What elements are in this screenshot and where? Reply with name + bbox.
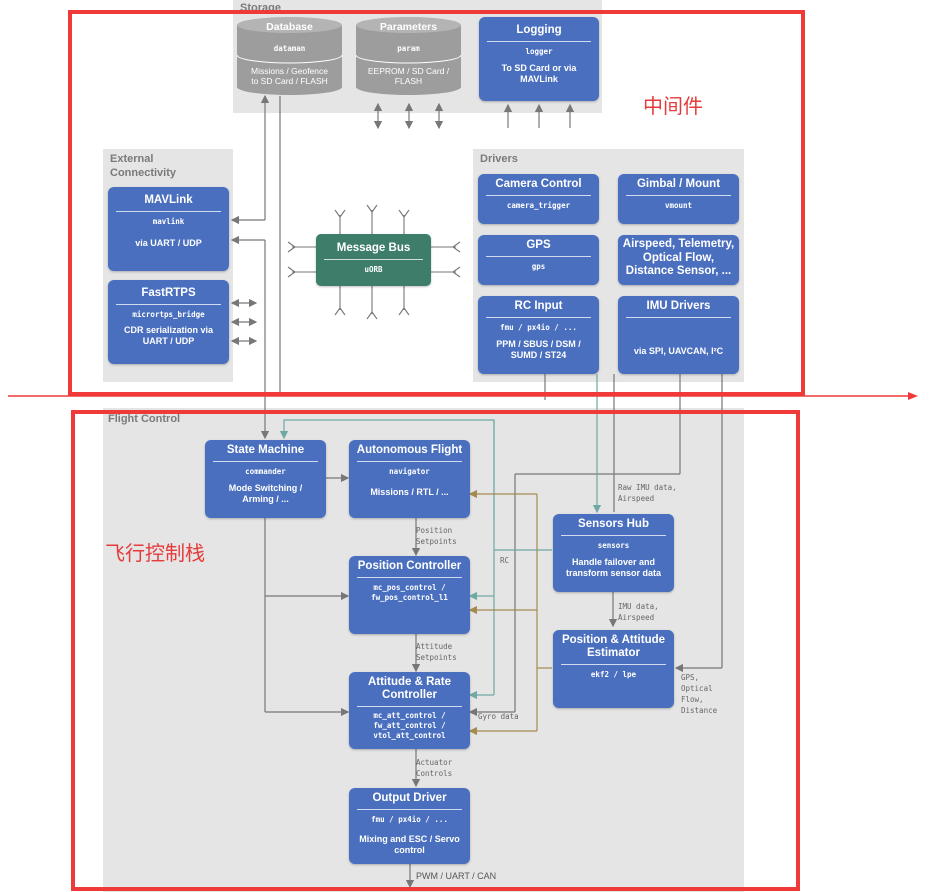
rc-input-box[interactable]: RC Input fmu / px4io / ... PPM / SBUS / … bbox=[478, 296, 599, 374]
attitude-setpoints-label: Attitude Setpoints bbox=[416, 642, 457, 662]
gps-module: gps bbox=[531, 262, 546, 271]
output-driver-rule bbox=[357, 809, 462, 810]
autonomous-flight-box[interactable]: Autonomous Flight navigator Missions / R… bbox=[349, 440, 470, 518]
output-driver-desc: Mixing and ESC / Servo control bbox=[359, 834, 460, 855]
sensors-hub-desc: Handle failover and transform sensor dat… bbox=[565, 557, 662, 578]
autonomous-flight-module: navigator bbox=[389, 467, 430, 476]
output-driver-box[interactable]: Output Driver fmu / px4io / ... Mixing a… bbox=[349, 788, 470, 864]
flight-panel-title: Flight Control bbox=[108, 413, 181, 425]
external-panel-title: External Connectivity bbox=[110, 153, 177, 179]
imu-airspeed-label: IMU data, Airspeed bbox=[618, 602, 659, 622]
parameters-module: param bbox=[397, 44, 420, 53]
imu-drivers-rule bbox=[626, 317, 731, 318]
position-controller-rule bbox=[357, 577, 462, 578]
gimbal-mount-module: vmount bbox=[664, 201, 693, 210]
rc-label: RC bbox=[500, 556, 510, 565]
estimator-rule bbox=[561, 664, 666, 665]
rc-input-rule bbox=[486, 317, 591, 318]
position-controller-title: Position Controller bbox=[357, 560, 462, 572]
imu-drivers-title: IMU Drivers bbox=[646, 300, 711, 312]
gps-box[interactable]: GPS gps bbox=[478, 235, 599, 285]
position-setpoints-label: Position Setpoints bbox=[416, 526, 457, 546]
logging-rule bbox=[487, 41, 591, 42]
logging-title: Logging bbox=[516, 24, 562, 36]
state-machine-title: State Machine bbox=[226, 444, 305, 456]
camera-control-module: camera_trigger bbox=[506, 201, 571, 210]
logging-box[interactable]: Logging logger To SD Card or via MAVLink bbox=[479, 17, 599, 101]
output-protocols-label: PWM / UART / CAN bbox=[416, 871, 497, 881]
flight-stack-annotation: 飞行控制栈 bbox=[105, 541, 205, 565]
sensors-hub-rule bbox=[561, 535, 666, 536]
autonomous-flight-title: Autonomous Flight bbox=[356, 444, 463, 456]
fastrtps-title: FastRTPS bbox=[141, 287, 196, 299]
position-controller-module: mc_pos_control / fw_pos_control_l1 bbox=[371, 583, 448, 602]
gimbal-mount-box[interactable]: Gimbal / Mount vmount bbox=[618, 174, 739, 224]
attitude-rate-controller-module: mc_att_control / fw_att_control / vtol_a… bbox=[373, 711, 446, 740]
airspeed-telemetry-title: Airspeed, Telemetry, Optical Flow, Dista… bbox=[622, 238, 735, 277]
message-bus-module: uORB bbox=[364, 265, 383, 274]
logging-desc: To SD Card or via MAVLink bbox=[501, 63, 577, 84]
gps-flow-label: GPS, Optical Flow, Distance bbox=[681, 673, 718, 715]
drivers-panel-title: Drivers bbox=[480, 153, 518, 165]
sensors-hub-module: sensors bbox=[597, 541, 630, 550]
sensors-hub-title: Sensors Hub bbox=[578, 518, 649, 530]
middleware-annotation: 中间件 bbox=[643, 94, 703, 118]
camera-control-title: Camera Control bbox=[495, 178, 582, 190]
autonomous-flight-desc: Missions / RTL / ... bbox=[370, 487, 449, 497]
imu-drivers-box[interactable]: IMU Drivers via SPI, UAVCAN, I²C bbox=[618, 296, 739, 374]
output-driver-title: Output Driver bbox=[372, 792, 447, 804]
mavlink-rule bbox=[116, 211, 221, 212]
message-bus-box[interactable]: Message Bus uORB bbox=[316, 234, 431, 286]
state-machine-module: commander bbox=[245, 467, 286, 476]
camera-control-rule bbox=[486, 195, 591, 196]
estimator-title: Position & Attitude Estimator bbox=[561, 634, 666, 659]
state-machine-box[interactable]: State Machine commander Mode Switching /… bbox=[205, 440, 326, 518]
fastrtps-rule bbox=[116, 304, 221, 305]
mavlink-module: mavlink bbox=[152, 217, 185, 226]
mavlink-desc: via UART / UDP bbox=[135, 238, 202, 248]
logging-module: logger bbox=[525, 47, 553, 56]
parameters-cylinder[interactable]: Parameters param EEPROM / SD Card / FLAS… bbox=[356, 17, 461, 95]
output-driver-module: fmu / px4io / ... bbox=[371, 815, 448, 824]
sensors-hub-box[interactable]: Sensors Hub sensors Handle failover and … bbox=[553, 514, 674, 592]
mavlink-title: MAVLink bbox=[144, 194, 193, 206]
gimbal-mount-title: Gimbal / Mount bbox=[636, 178, 721, 190]
message-bus-rule bbox=[324, 259, 423, 260]
gps-rule bbox=[486, 256, 591, 257]
fastrtps-box[interactable]: FastRTPS micrortps_bridge CDR serializat… bbox=[108, 280, 229, 364]
message-bus-title: Message Bus bbox=[336, 242, 411, 254]
parameters-title: Parameters bbox=[379, 21, 438, 33]
autonomous-flight-rule bbox=[357, 461, 462, 462]
fastrtps-desc: CDR serialization via UART / UDP bbox=[123, 325, 214, 346]
attitude-rate-controller-title: Attitude & Rate Controller bbox=[367, 676, 452, 701]
rc-input-title: RC Input bbox=[514, 300, 563, 312]
database-module: dataman bbox=[273, 44, 306, 53]
fastrtps-module: micrortps_bridge bbox=[132, 310, 205, 319]
database-desc: Missions / Geofence to SD Card / FLASH bbox=[250, 66, 328, 86]
database-cylinder[interactable]: Database dataman Missions / Geofence to … bbox=[237, 17, 342, 95]
estimator-module: ekf2 / lpe bbox=[590, 670, 637, 679]
rc-input-module: fmu / px4io / ... bbox=[500, 323, 577, 332]
camera-control-box[interactable]: Camera Control camera_trigger bbox=[478, 174, 599, 224]
estimator-box[interactable]: Position & Attitude Estimator ekf2 / lpe bbox=[553, 630, 674, 708]
mavlink-box[interactable]: MAVLink mavlink via UART / UDP bbox=[108, 187, 229, 271]
raw-imu-label: Raw IMU data, Airspeed bbox=[618, 483, 677, 503]
database-title: Database bbox=[266, 21, 313, 33]
attitude-rate-controller-rule bbox=[357, 706, 462, 707]
imu-drivers-desc: via SPI, UAVCAN, I²C bbox=[633, 346, 724, 356]
gps-title: GPS bbox=[526, 239, 551, 251]
gimbal-mount-rule bbox=[626, 195, 731, 196]
airspeed-telemetry-box[interactable]: Airspeed, Telemetry, Optical Flow, Dista… bbox=[618, 235, 739, 285]
position-controller-box[interactable]: Position Controller mc_pos_control / fw_… bbox=[349, 556, 470, 634]
state-machine-rule bbox=[213, 461, 318, 462]
parameters-desc: EEPROM / SD Card / FLASH bbox=[367, 66, 450, 86]
state-machine-desc: Mode Switching / Arming / ... bbox=[228, 483, 303, 504]
actuator-controls-label: Actuator Controls bbox=[416, 758, 453, 778]
gyro-data-label: Gyro data bbox=[478, 712, 519, 721]
attitude-rate-controller-box[interactable]: Attitude & Rate Controller mc_att_contro… bbox=[349, 672, 470, 749]
rc-input-desc: PPM / SBUS / DSM / SUMD / ST24 bbox=[496, 339, 581, 360]
